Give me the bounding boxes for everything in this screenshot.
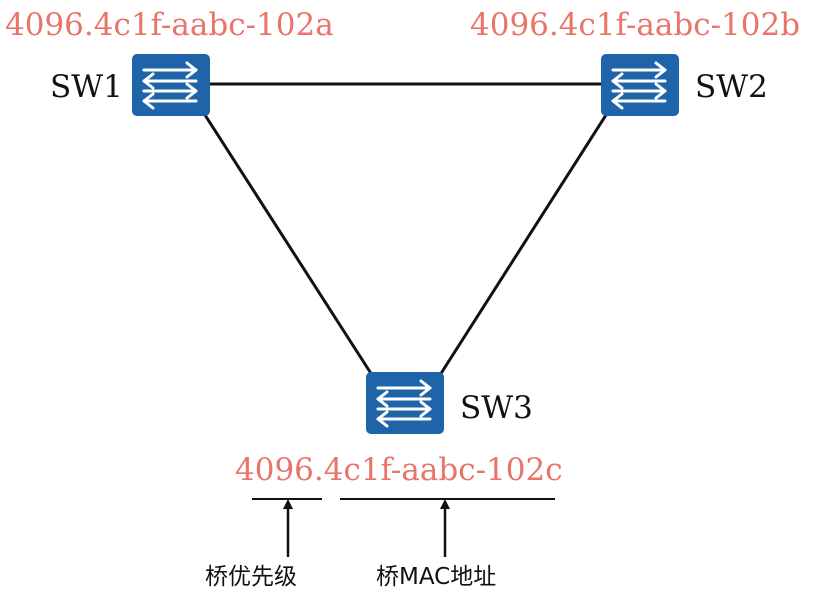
priority-caption: 桥优先级 <box>205 564 297 590</box>
sw1-label: SW1 <box>50 69 123 105</box>
link-sw1-sw3 <box>203 114 374 376</box>
sw2-label: SW2 <box>695 69 768 105</box>
switch-icon <box>601 54 679 116</box>
switch-icon <box>366 372 444 434</box>
switch-sw3[interactable] <box>366 372 444 434</box>
sw1-bridge-id: 4096.4c1f-aabc-102a <box>5 7 334 43</box>
mac-caption: 桥MAC地址 <box>376 564 496 590</box>
sw3-label: SW3 <box>460 390 533 426</box>
sw2-bridge-id: 4096.4c1f-aabc-102b <box>470 7 800 43</box>
sw3-bridge-id: 4096.4c1f-aabc-102c <box>235 452 563 488</box>
switch-sw1[interactable] <box>132 54 210 116</box>
link-sw2-sw3 <box>438 114 608 376</box>
switch-icon <box>132 54 210 116</box>
switch-sw2[interactable] <box>601 54 679 116</box>
